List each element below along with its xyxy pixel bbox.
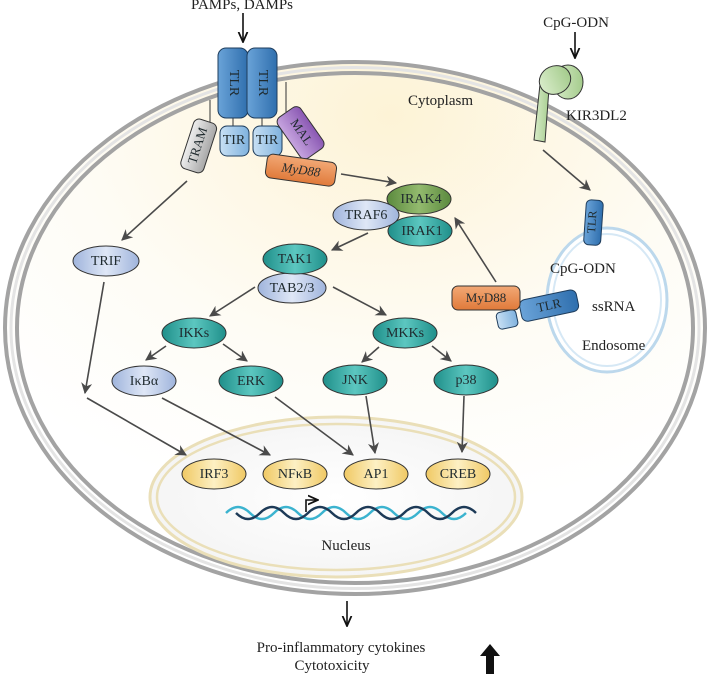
- endosome-ssrna-label: ssRNA: [592, 299, 636, 315]
- irak4-node: IRAK4: [386, 183, 452, 215]
- svg-text:p38: p38: [456, 373, 477, 388]
- svg-text:IRF3: IRF3: [200, 467, 229, 482]
- signaling-arrows: [81, 149, 591, 456]
- svg-text:IκBα: IκBα: [130, 374, 159, 389]
- creb-node: CREB: [425, 458, 491, 490]
- tab23-node: TAB2/3: [257, 272, 327, 304]
- jnk-node: JNK: [322, 364, 388, 396]
- svg-text:TLR: TLR: [535, 295, 562, 315]
- svg-text:IKKs: IKKs: [179, 326, 209, 341]
- svg-text:ERK: ERK: [237, 374, 265, 389]
- endosome-cpg-label: CpG-ODN: [550, 261, 616, 277]
- svg-text:TIR: TIR: [256, 133, 279, 148]
- myd88-endosome: MyD88: [451, 285, 521, 311]
- svg-text:TLR: TLR: [226, 70, 241, 97]
- traf6-node: TRAF6: [332, 199, 400, 231]
- cytoplasm-label: Cytoplasm: [408, 93, 473, 109]
- outcome-line1: Pro-inflammatory cytokines: [257, 640, 426, 656]
- cpg-odn-stimulus-label: CpG-ODN: [543, 15, 609, 31]
- svg-text:JNK: JNK: [342, 373, 368, 388]
- tir-right: TIR: [252, 125, 283, 157]
- svg-text:NFκB: NFκB: [278, 467, 312, 482]
- mkks-node: MKKs: [372, 317, 438, 349]
- tlr-right: TLR: [246, 47, 278, 119]
- nucleus-envelope: [148, 415, 524, 579]
- svg-text:TRAF6: TRAF6: [345, 208, 388, 223]
- svg-text:IRAK1: IRAK1: [401, 224, 442, 239]
- svg-text:MyD88: MyD88: [466, 290, 506, 305]
- ikba-node: IκBα: [111, 365, 177, 397]
- tlr-endosome-top: TLR: [583, 199, 604, 246]
- svg-text:AP1: AP1: [364, 467, 389, 482]
- nfkb-node: NFκB: [262, 458, 328, 490]
- irak1-node: IRAK1: [387, 215, 453, 247]
- dna-helix-icon: [225, 505, 477, 521]
- svg-text:IRAK4: IRAK4: [400, 192, 441, 207]
- svg-text:TRIF: TRIF: [91, 254, 122, 269]
- ap1-node: AP1: [343, 458, 409, 490]
- tir-left: TIR: [219, 125, 250, 157]
- kir3dl2-receptor: [533, 64, 584, 143]
- svg-text:MKKs: MKKs: [386, 326, 424, 341]
- svg-text:TIR: TIR: [223, 133, 246, 148]
- tlr-left: TLR: [217, 47, 249, 119]
- endosome-label: Endosome: [582, 338, 646, 354]
- svg-text:MyD88: MyD88: [280, 159, 322, 179]
- svg-text:TLR: TLR: [584, 210, 600, 234]
- svg-text:TAK1: TAK1: [278, 252, 313, 267]
- svg-text:TLR: TLR: [255, 70, 270, 97]
- up-arrow-icon: [480, 644, 500, 674]
- nucleus-label: Nucleus: [321, 538, 370, 554]
- pamps-damps-label: PAMPs, DAMPs: [191, 0, 293, 13]
- outcome-line2: Cytotoxicity: [295, 658, 371, 674]
- kir3dl2-label: KIR3DL2: [566, 108, 627, 124]
- tak1-node: TAK1: [262, 243, 328, 275]
- irf3-node: IRF3: [181, 458, 247, 490]
- myd88-membrane: MyD88: [264, 153, 338, 187]
- svg-text:TAB2/3: TAB2/3: [270, 281, 315, 296]
- tir-endosome: [495, 309, 519, 330]
- ikks-node: IKKs: [161, 317, 227, 349]
- tlr-endosome-side: TLR: [519, 289, 580, 322]
- svg-text:CREB: CREB: [440, 467, 477, 482]
- transcription-start-arrow-icon: [305, 500, 318, 512]
- erk-node: ERK: [218, 365, 284, 397]
- p38-node: p38: [433, 364, 499, 396]
- endosome-membrane: [545, 226, 669, 374]
- trif-node: TRIF: [72, 245, 140, 277]
